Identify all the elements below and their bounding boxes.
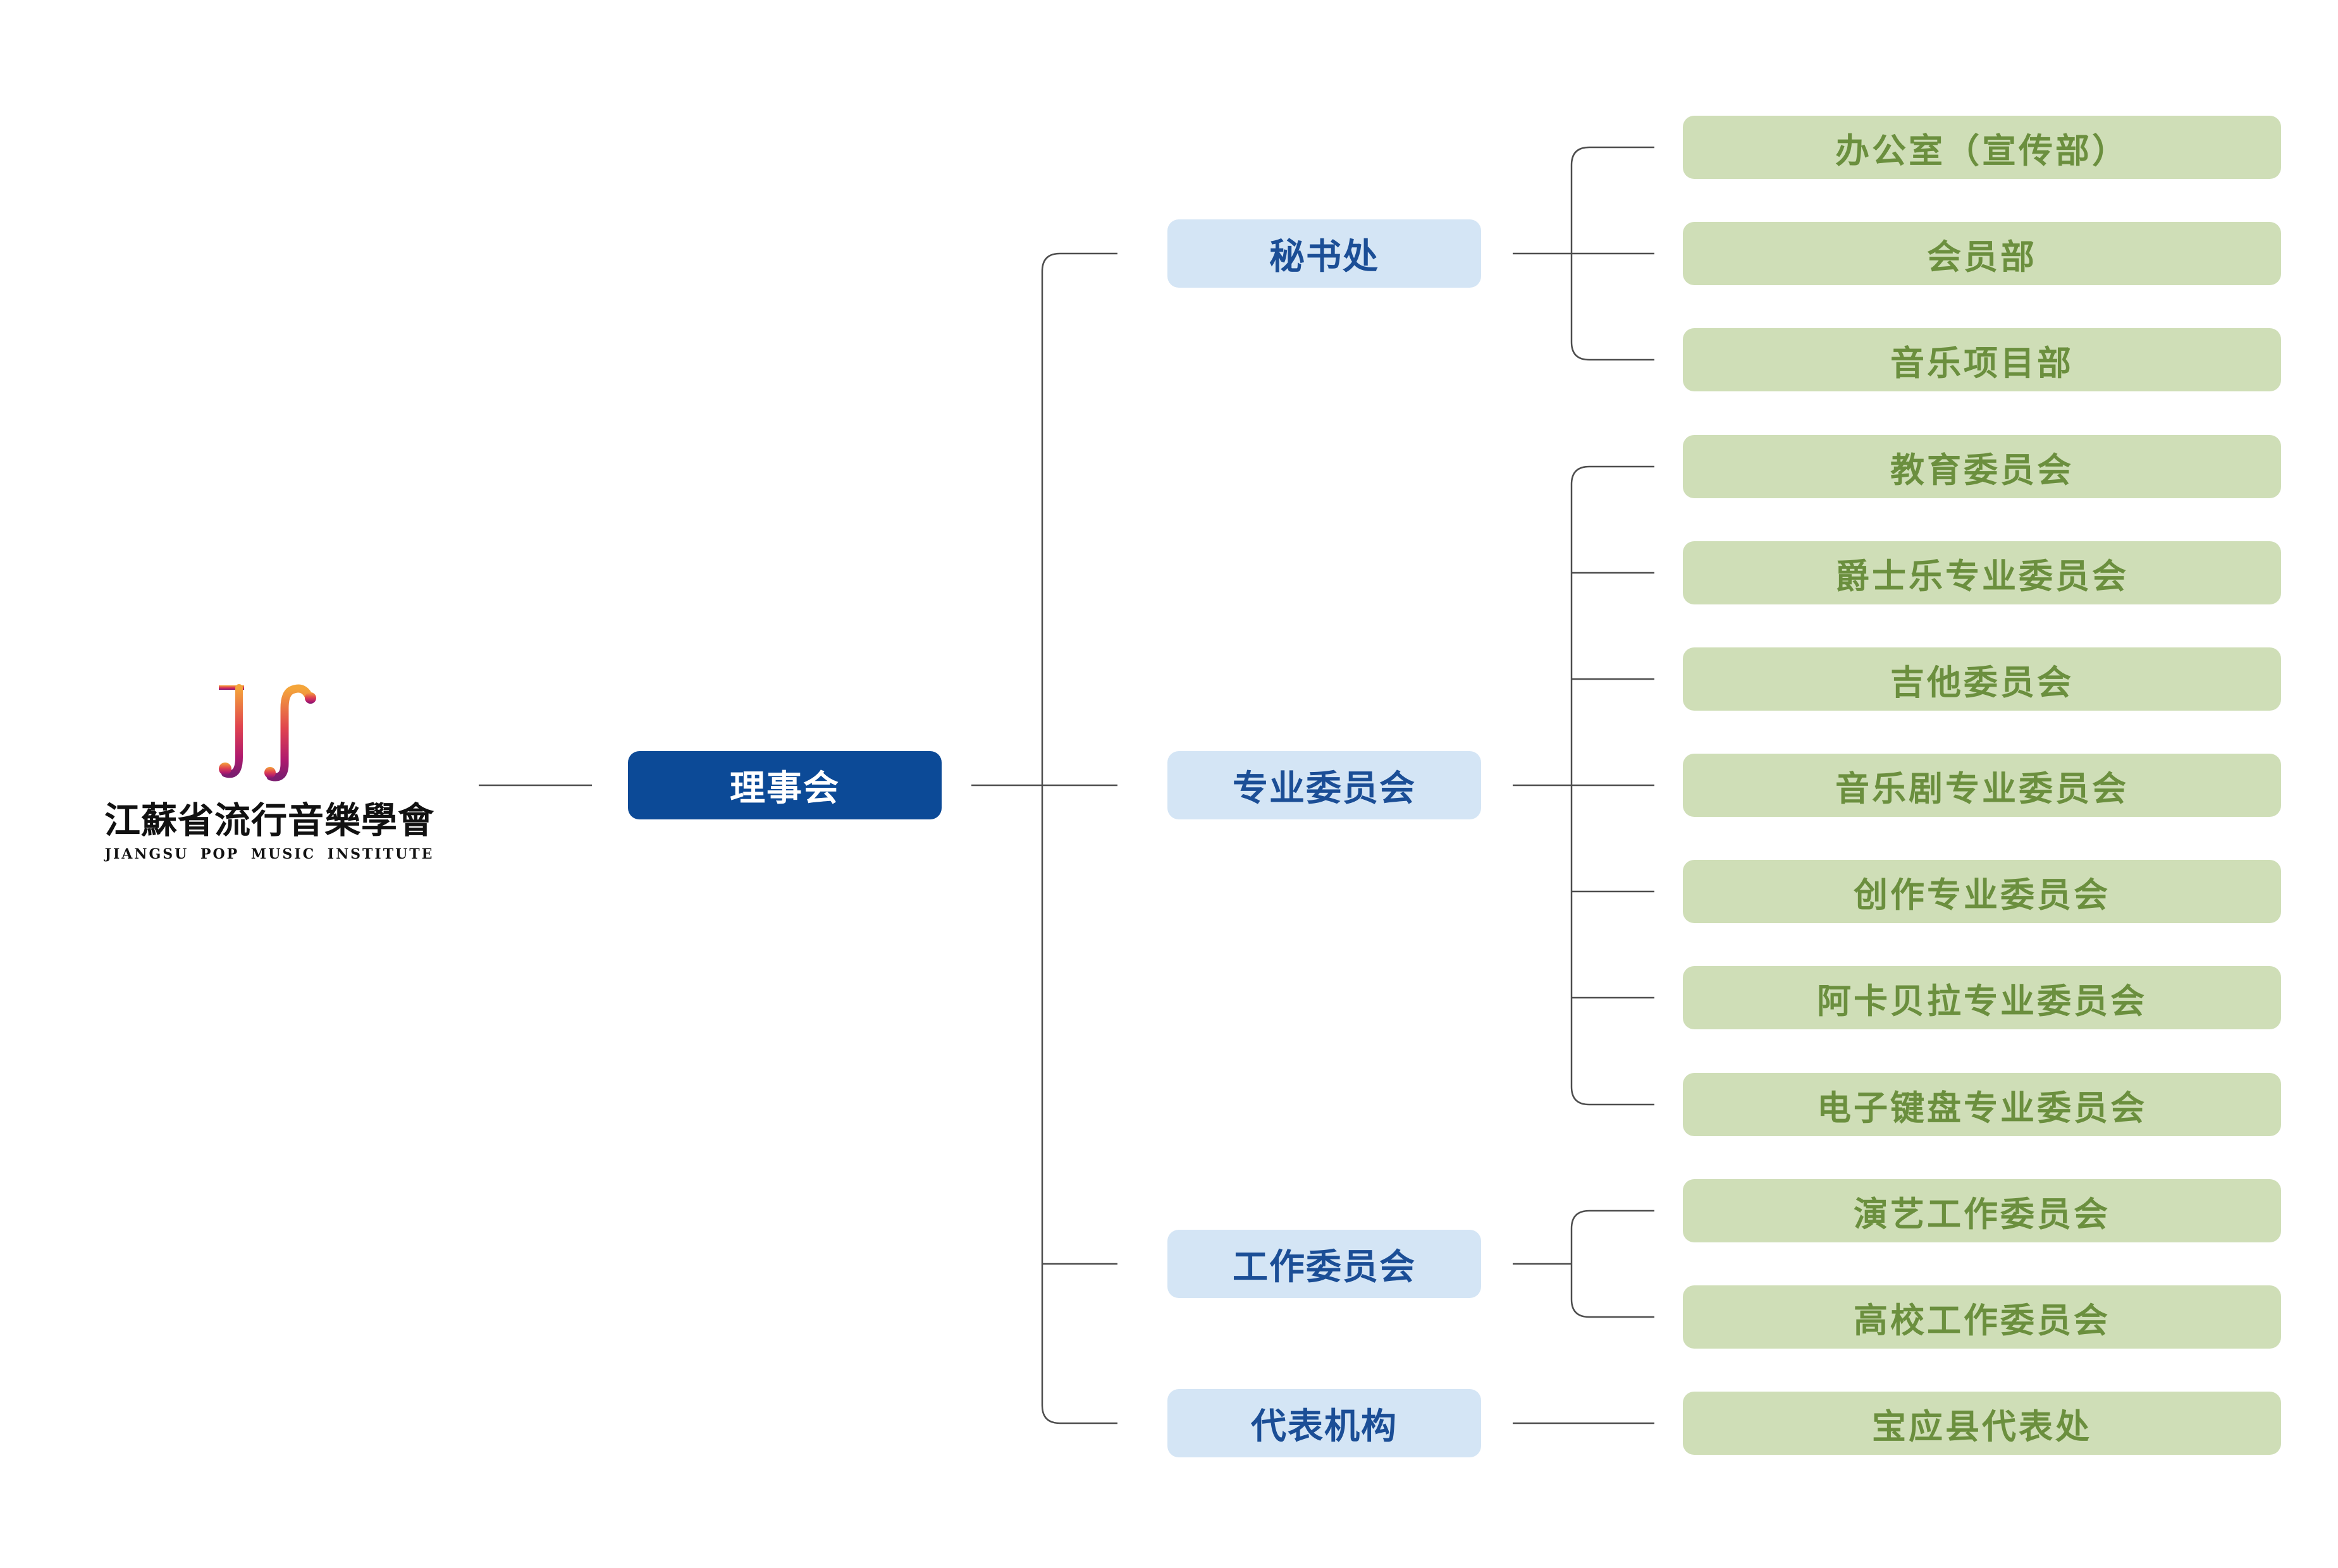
logo-name-chinese: 江蘇省流行音樂學會 — [104, 799, 434, 842]
dept-representative: 代表机构 — [1167, 1389, 1481, 1457]
logo-name-english: JIANGSU POP MUSIC INSTITUTE — [104, 846, 434, 862]
logo-mark — [219, 684, 316, 781]
unit-node: 音乐剧专业委员会 — [1683, 754, 2281, 817]
dept-work: 工作委员会 — [1167, 1230, 1481, 1298]
unit-node: 办公室（宣传部） — [1683, 116, 2281, 179]
unit-node: 创作专业委员会 — [1683, 860, 2281, 923]
unit-node: 电子键盘专业委员会 — [1683, 1073, 2281, 1136]
unit-node: 教育委员会 — [1683, 435, 2281, 498]
dept-professional: 专业委员会 — [1167, 751, 1481, 819]
unit-node: 吉他委员会 — [1683, 647, 2281, 711]
dept-secretariat: 秘书处 — [1167, 219, 1481, 288]
bracket-secretariat — [1570, 146, 1654, 361]
unit-node: 爵士乐专业委员会 — [1683, 541, 2281, 604]
bracket-work — [1570, 1210, 1654, 1318]
unit-node: 音乐项目部 — [1683, 328, 2281, 391]
unit-node: 演艺工作委员会 — [1683, 1179, 2281, 1242]
unit-node: 宝应县代表处 — [1683, 1392, 2281, 1455]
bracket-professional — [1570, 465, 1654, 1106]
unit-node: 阿卡贝拉专业委员会 — [1683, 966, 2281, 1029]
board-node: 理事会 — [628, 751, 942, 819]
unit-node: 高校工作委员会 — [1683, 1285, 2281, 1349]
unit-node: 会员部 — [1683, 222, 2281, 285]
trunk-line — [1041, 252, 1117, 1424]
